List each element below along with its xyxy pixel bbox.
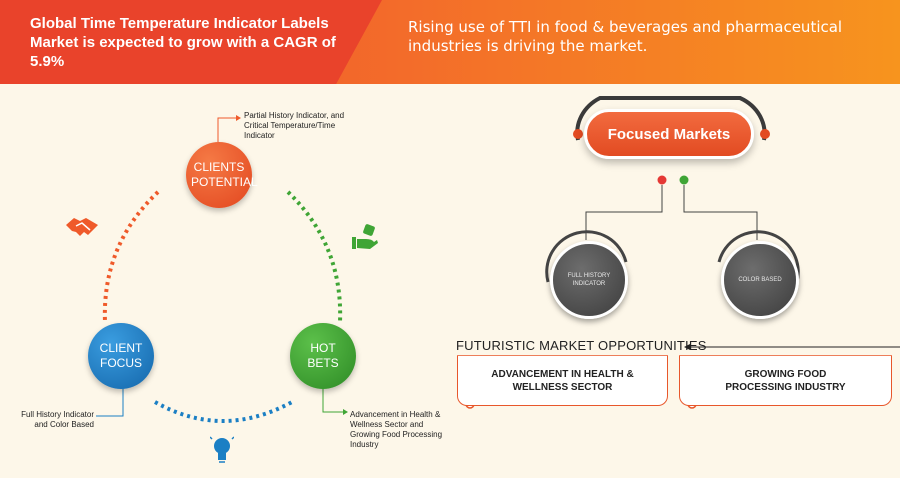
subline: Rising use of TTI in food & beverages an… [408,18,843,55]
focused-markets-pill: Focused Markets [584,109,754,159]
pointer-client-focus [96,380,124,417]
money-hand-icon [352,224,378,249]
opportunity-box-health: ADVANCEMENT IN HEALTH & WELLNESS SECTOR [457,356,668,406]
market-color-based-label: COLOR BASED [738,277,782,283]
clients-potential-note: Partial History Indicator, and Critical … [244,111,345,140]
clients-potential-circle: CLIENTS POTENTIAL [186,142,258,208]
connector-dot-red [657,175,667,185]
connector-dot-green [679,175,689,185]
client-focus-note: Full History Indicator and Color Based [21,410,94,429]
hot-bets-note: Advancement in Health & Wellness Sector … [350,410,443,449]
market-full-history: FULL HISTORY INDICATOR [550,241,628,319]
opportunity-food-label: GROWING FOOD PROCESSING INDUSTRY [725,368,846,393]
client-focus-label: CLIENT FOCUS [99,341,143,370]
pointer-clients-potential [217,117,236,142]
arc-orange [102,190,160,323]
futuristic-title: FUTURISTIC MARKET OPPORTUNITIES [456,338,707,353]
hot-bets-circle: HOT BETS [290,323,356,389]
lightbulb-icon [210,436,234,463]
arc-blue [154,400,293,423]
market-full-history-label: FULL HISTORY INDICATOR [567,273,611,287]
clients-potential-label: CLIENTS POTENTIAL [191,160,258,189]
handshake-icon [66,218,98,236]
opportunity-health-label: ADVANCEMENT IN HEALTH & WELLNESS SECTOR [491,368,634,393]
headline: Global Time Temperature Indicator Labels… [30,15,336,70]
header-banner: Global Time Temperature Indicator Labels… [0,0,900,84]
hot-bets-label: HOT BETS [307,341,339,370]
market-color-based: COLOR BASED [721,241,799,319]
header-left-panel [0,0,382,84]
client-focus-circle: CLIENT FOCUS [88,323,154,389]
pill-ring [575,96,767,141]
pointer-hot-bets [322,380,343,413]
arc-green [286,190,343,323]
opportunity-box-food: GROWING FOOD PROCESSING INDUSTRY [679,356,892,406]
